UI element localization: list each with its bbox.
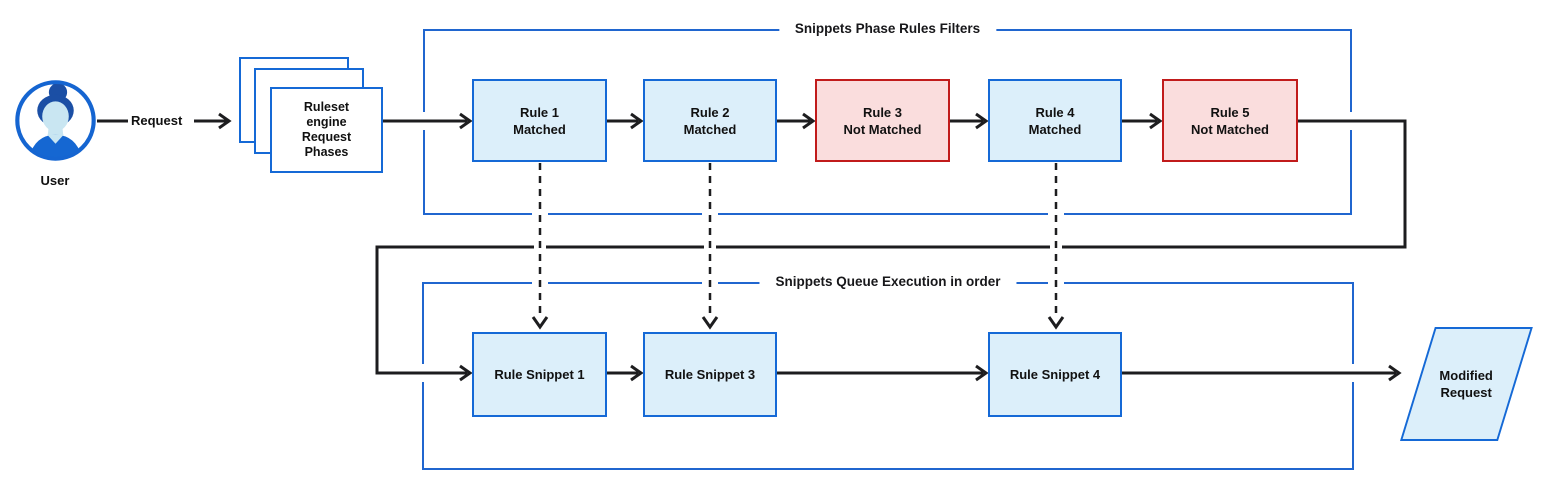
arrowhead xyxy=(975,364,989,382)
ruleset-stack: Ruleset engine Request Phases xyxy=(270,87,383,173)
modified-request-label: Modified Request xyxy=(1439,368,1494,400)
arrowhead xyxy=(459,112,473,130)
arrowhead xyxy=(459,364,473,382)
arrowhead xyxy=(630,112,644,130)
snippet-label: Rule Snippet 1 xyxy=(494,367,585,382)
rule-status: Not Matched xyxy=(843,121,922,137)
arrowhead xyxy=(802,112,816,130)
user-avatar-icon xyxy=(15,80,96,161)
rule-5-box: Rule 5 Not Matched xyxy=(1162,79,1298,162)
rule-status: Matched xyxy=(513,121,566,137)
filters-group-title: Snippets Phase Rules Filters xyxy=(778,21,997,36)
rule-title: Rule 5 xyxy=(1210,104,1250,120)
arrowhead xyxy=(630,364,644,382)
rule-2-box: Rule 2 Matched xyxy=(643,79,777,162)
rule-title: Rule 1 xyxy=(519,104,559,120)
user-label: User xyxy=(40,173,70,188)
rule-title: Rule 4 xyxy=(1035,104,1075,120)
snippet-label: Rule Snippet 3 xyxy=(664,367,756,382)
rule-3-box: Rule 3 Not Matched xyxy=(815,79,950,162)
rule-snippet-4-box: Rule Snippet 4 xyxy=(988,332,1122,417)
arrowhead xyxy=(975,112,989,130)
rule-1-box: Rule 1 Matched xyxy=(472,79,607,162)
request-label: Request xyxy=(131,113,183,128)
border-gap xyxy=(532,207,548,216)
border-gap xyxy=(702,207,718,216)
queue-group-title: Snippets Queue Execution in order xyxy=(759,274,1017,289)
rule5-to-queue-route xyxy=(375,119,1407,375)
rule-title: Rule 2 xyxy=(690,104,730,120)
arrowhead-down xyxy=(1047,316,1065,330)
rule-status: Matched xyxy=(683,121,737,137)
border-gap xyxy=(1048,207,1064,216)
rule-status: Matched xyxy=(1028,121,1082,137)
rule-snippet-1-box: Rule Snippet 1 xyxy=(472,332,607,417)
arrowhead-down xyxy=(701,316,719,330)
rule-status: Not Matched xyxy=(1191,121,1269,137)
rule-4-box: Rule 4 Matched xyxy=(988,79,1122,162)
rule-snippet-3-box: Rule Snippet 3 xyxy=(643,332,777,417)
arrowhead xyxy=(1149,112,1163,130)
snippet-label: Rule Snippet 4 xyxy=(1009,367,1101,382)
arrowhead xyxy=(1388,364,1402,382)
arrowhead-down xyxy=(531,316,549,330)
rule-title: Rule 3 xyxy=(862,104,902,120)
arrowhead xyxy=(218,112,232,130)
